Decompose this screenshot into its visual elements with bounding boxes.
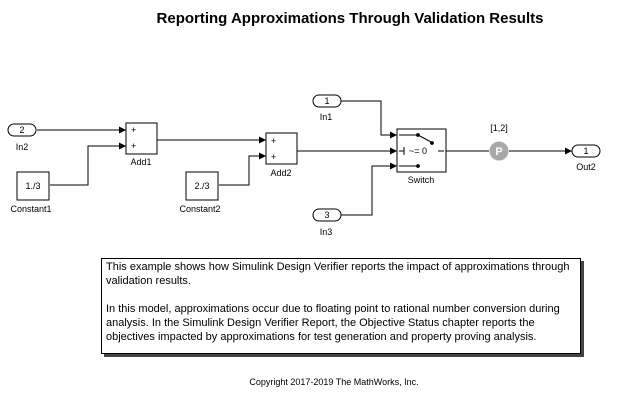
constant1-value: 1./3	[25, 181, 40, 191]
inport-in3-label: In3	[320, 227, 333, 237]
add2-sign-1: +	[271, 136, 276, 146]
add1-sign-1: +	[131, 125, 136, 135]
switch-label: Switch	[408, 175, 435, 185]
copyright-text: Copyright 2017-2019 The MathWorks, Inc.	[249, 377, 419, 387]
inport-in1-label: In1	[320, 112, 333, 122]
inport-in3-number: 3	[324, 210, 329, 220]
constant2-block[interactable]: 2./3 Constant2	[179, 171, 221, 214]
probe-block[interactable]: P [1,2]	[489, 123, 509, 161]
add2-sign-2: +	[271, 152, 276, 162]
inport-in1[interactable]: 1 In1	[312, 94, 342, 122]
outport-out2[interactable]: 1 Out2	[571, 144, 601, 172]
outport-out2-number: 1	[583, 146, 588, 156]
probe-dimension: [1,2]	[490, 123, 508, 133]
signal-in1-to-switch[interactable]	[341, 100, 397, 139]
signal-constant1-to-add1[interactable]	[50, 142, 126, 186]
note-paragraph-1: This example shows how Simulink Design V…	[106, 261, 570, 287]
constant1-label: Constant1	[10, 204, 51, 214]
inport-in3[interactable]: 3 In3	[312, 208, 342, 237]
annotation-note[interactable]: This example shows how Simulink Design V…	[101, 258, 581, 354]
model-title: Reporting Approximations Through Validat…	[156, 10, 544, 27]
add1-label: Add1	[130, 157, 151, 167]
probe-symbol: P	[495, 146, 502, 158]
constant1-block[interactable]: 1./3 Constant1	[10, 171, 52, 214]
switch-icon	[399, 133, 444, 168]
add2-label: Add2	[270, 168, 291, 178]
signal-in3-to-switch[interactable]	[341, 162, 397, 216]
signal-constant2-to-add2[interactable]	[219, 152, 266, 186]
constant2-label: Constant2	[179, 204, 220, 214]
constant2-value: 2./3	[194, 181, 209, 191]
switch-criteria: ~= 0	[409, 146, 427, 156]
add2-block[interactable]: + + Add2	[265, 132, 298, 178]
inport-in1-number: 1	[324, 96, 329, 106]
switch-block[interactable]: ~= 0 Switch	[396, 128, 447, 185]
note-paragraph-2: In this model, approximations occur due …	[106, 303, 560, 343]
signal-lines	[37, 100, 572, 216]
inport-in2[interactable]: 2 In2	[7, 123, 37, 152]
inport-in2-number: 2	[19, 125, 24, 135]
inport-in2-label: In2	[16, 142, 29, 152]
add1-block[interactable]: + + Add1	[125, 122, 158, 167]
add1-sign-2: +	[131, 141, 136, 151]
outport-out2-label: Out2	[576, 162, 596, 172]
